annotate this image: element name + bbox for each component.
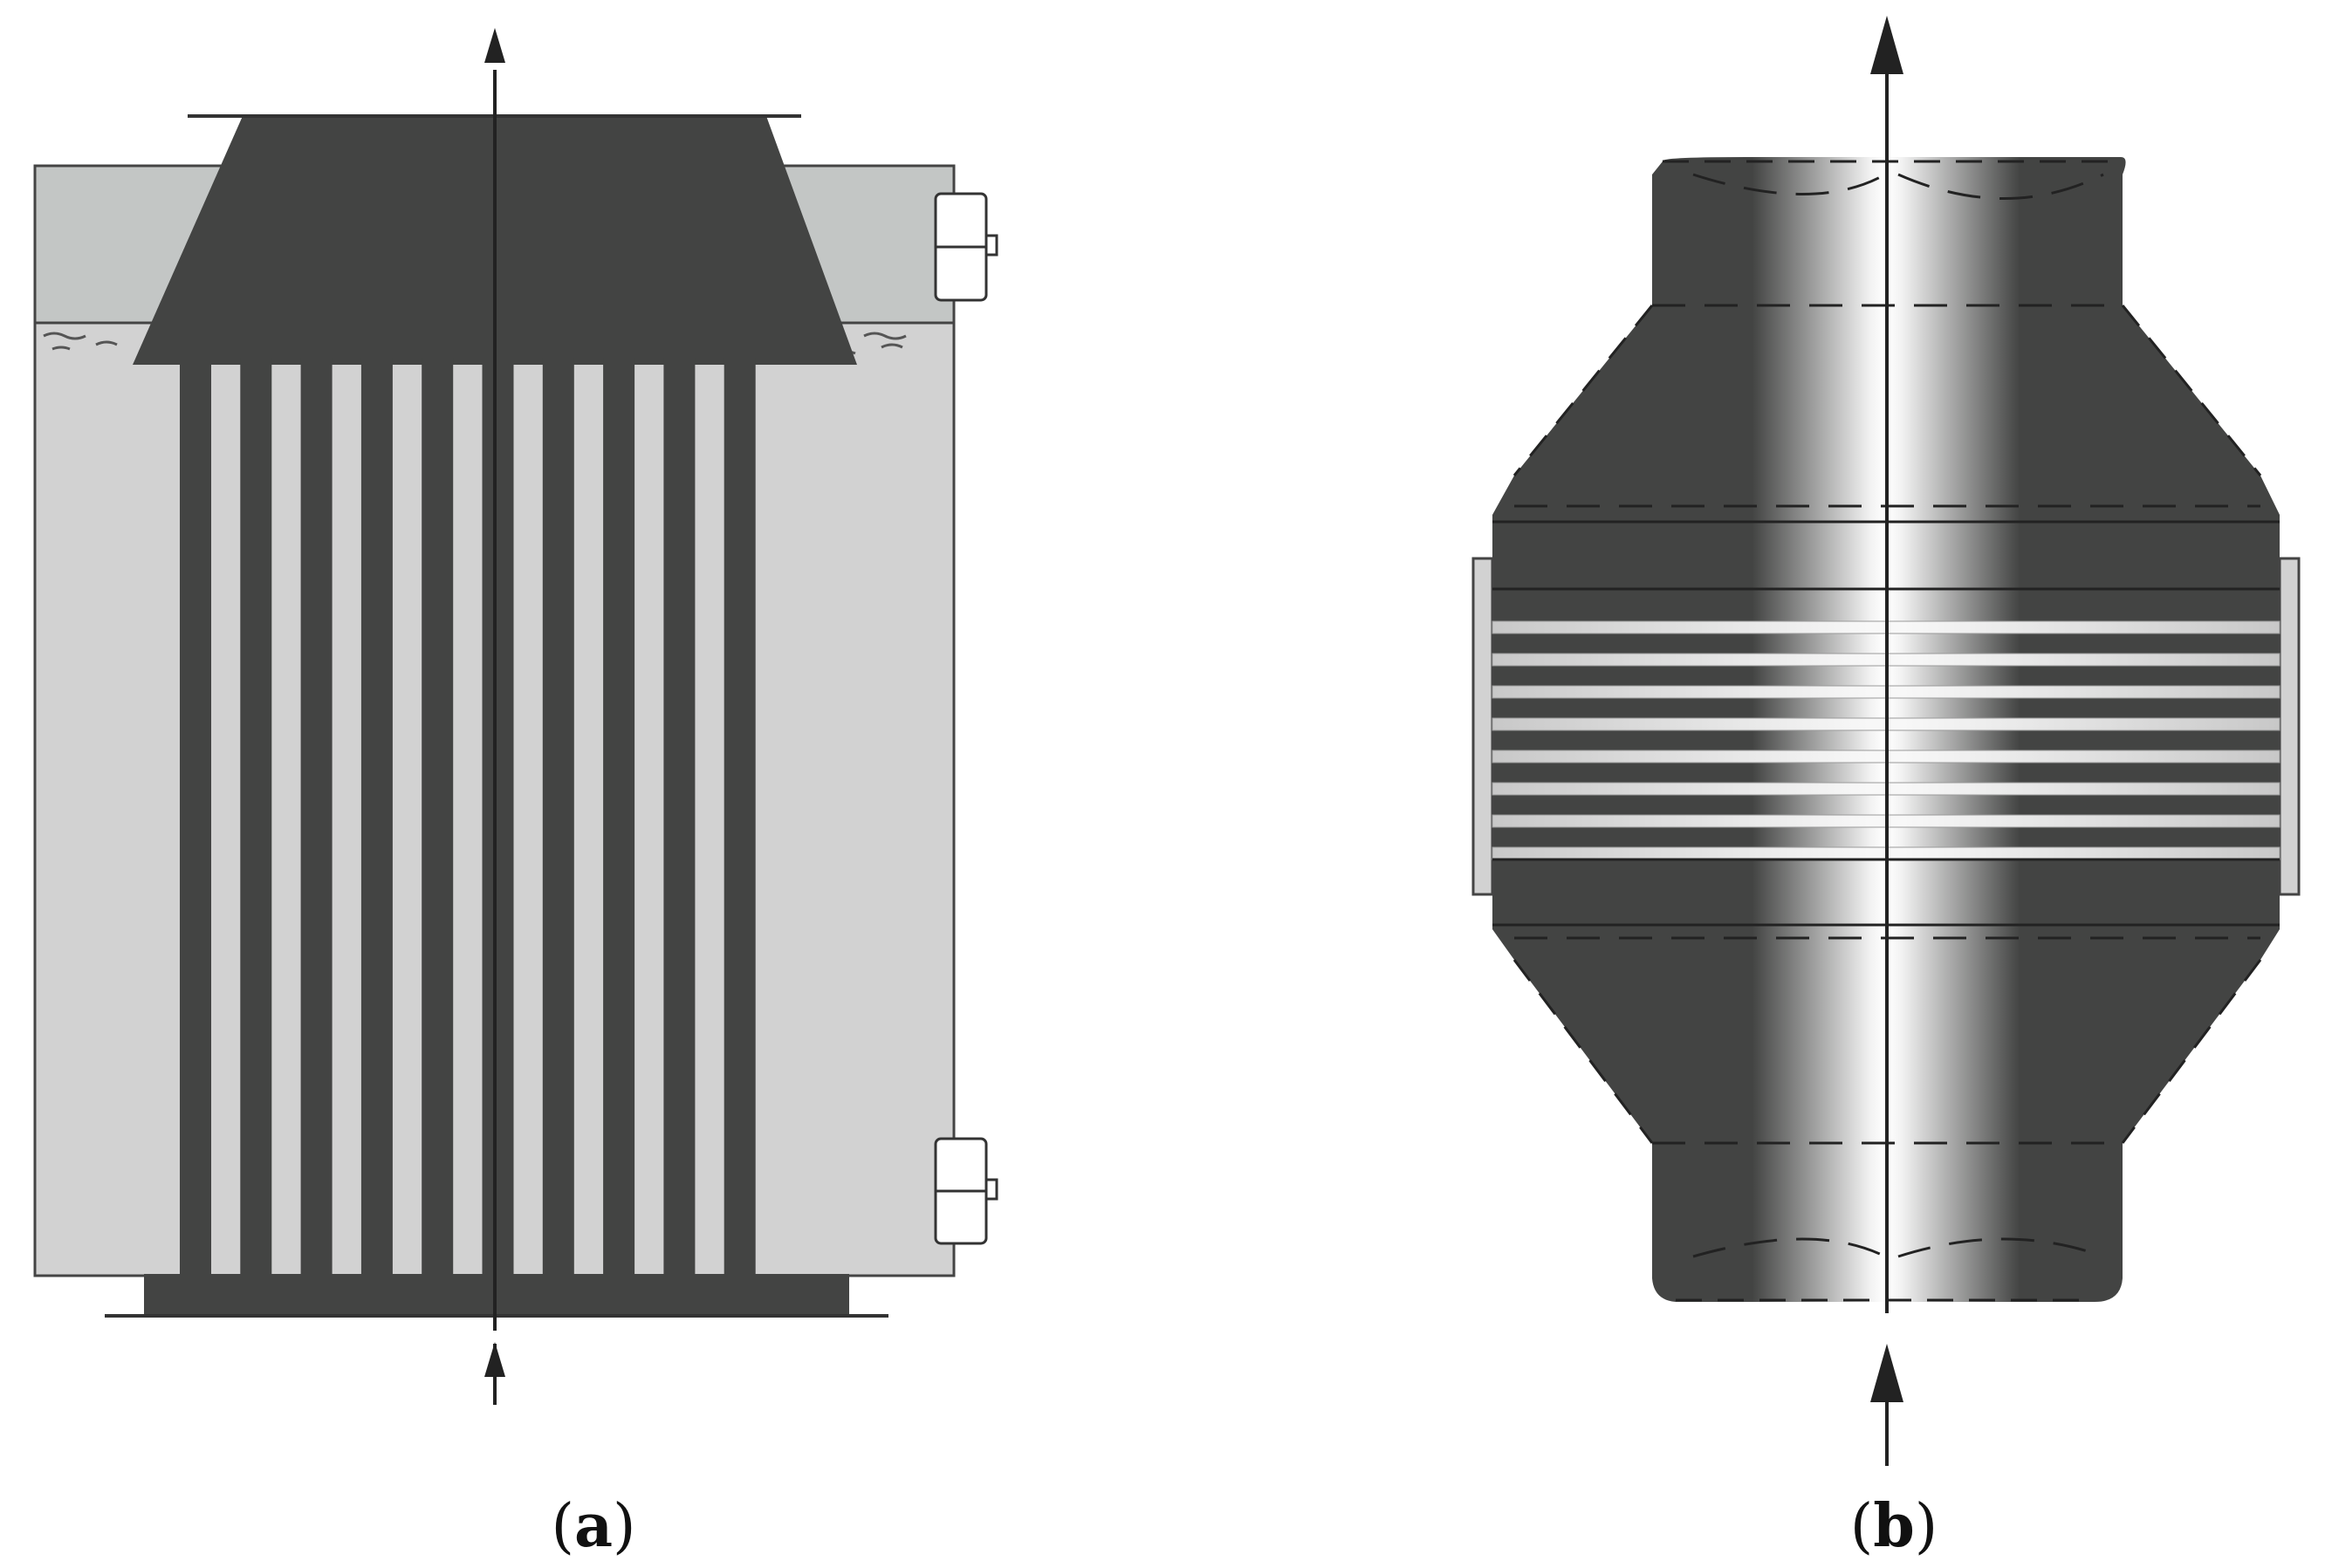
outlet-arrow-a (484, 28, 505, 63)
flow-axis-a (484, 28, 505, 1405)
panel-a-tube-bundle-exchanger: (a) (33, 28, 998, 1561)
tube (482, 358, 514, 1283)
tube (603, 358, 635, 1283)
caption-a: (a) (551, 1491, 635, 1561)
tube-bundle (180, 358, 756, 1283)
tube (663, 358, 696, 1283)
caption-b: (b) (1850, 1491, 1938, 1561)
tube (240, 358, 272, 1283)
lower-side-connector (934, 1137, 998, 1245)
tube (542, 358, 574, 1283)
outlet-arrow-b (1870, 16, 1903, 74)
inlet-arrow-b (1870, 1344, 1903, 1402)
upper-side-connector (934, 192, 998, 302)
right-end-plate (2278, 557, 2301, 896)
body-dashed-outline (1512, 160, 2262, 1302)
tube (300, 358, 333, 1283)
left-end-plate (1471, 557, 1494, 896)
tube (180, 358, 211, 1283)
tube (360, 358, 393, 1283)
tube (422, 358, 454, 1283)
panel-b-plate-exchanger: (b) (1471, 16, 2301, 1561)
tube (724, 358, 756, 1283)
inlet-arrow-a (484, 1342, 505, 1377)
flow-axis-b (1870, 16, 1903, 1466)
